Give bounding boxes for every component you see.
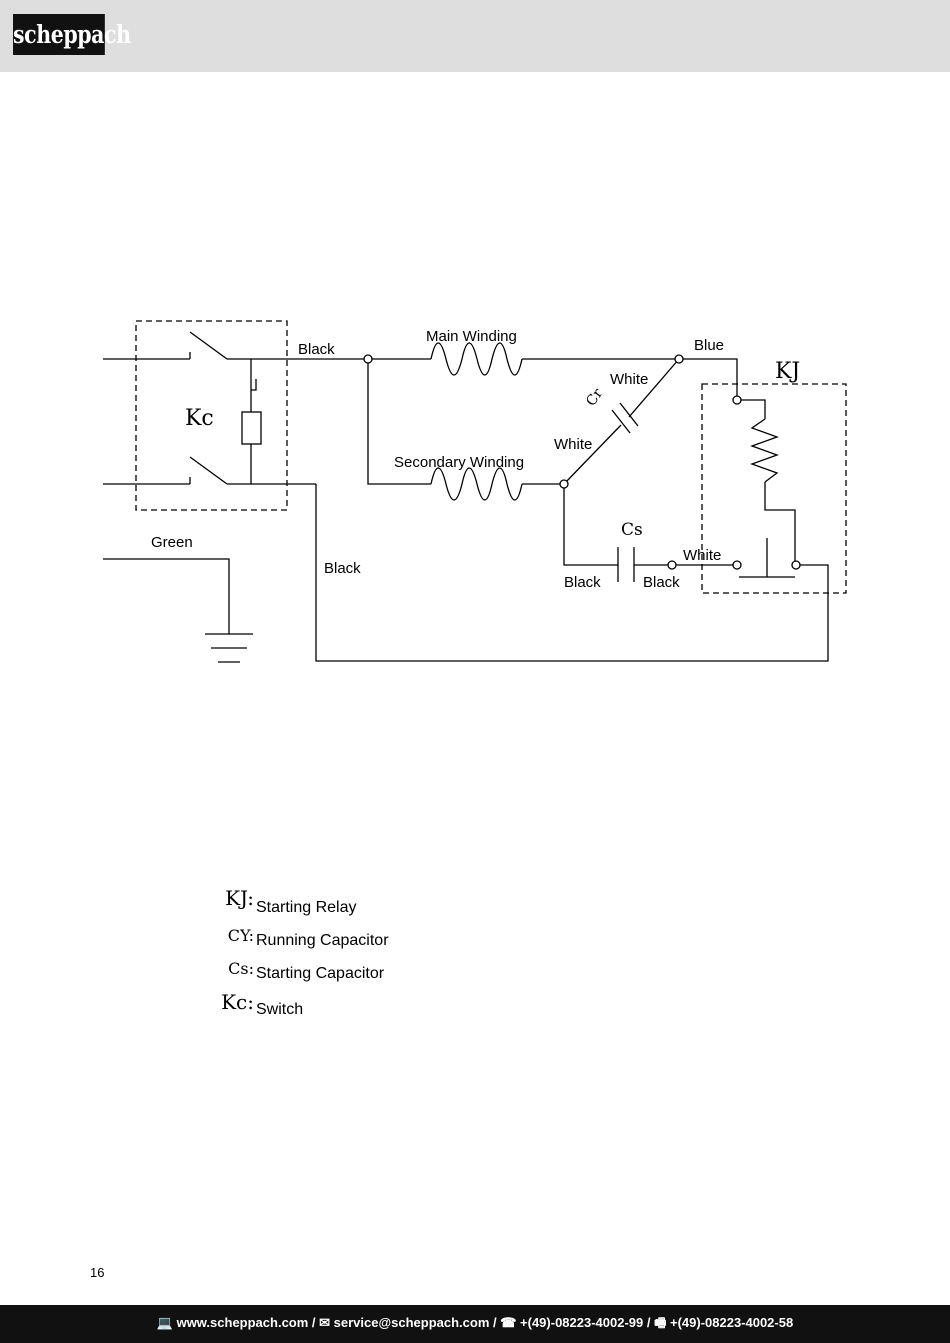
relay-terminal-right: [791, 560, 801, 570]
legend-text: Switch: [256, 1001, 304, 1018]
label-white-cr: White: [610, 371, 648, 388]
legend-symbol: Kc:: [221, 990, 254, 1014]
cr-plate-2: [611, 409, 631, 434]
page-header: scheppach: [0, 0, 950, 72]
symbol-kj: KJ: [775, 359, 800, 384]
label-white-relay: White: [683, 547, 721, 564]
legend-text: Starting Capacitor: [256, 965, 385, 982]
node-main: [363, 354, 373, 364]
switch-contact-bottom: [189, 456, 228, 485]
main-winding-coil: [430, 342, 523, 376]
label-black-left: Black: [324, 560, 361, 577]
symbol-cs: Cs: [621, 520, 643, 540]
label-blue: Blue: [694, 337, 724, 354]
legend-text: Running Capacitor: [256, 932, 389, 949]
relay-coil: [750, 418, 779, 483]
relay-terminal-top: [732, 395, 742, 405]
label-green: Green: [151, 534, 193, 551]
label-secondary-winding: Secondary Winding: [394, 454, 524, 471]
label-black-top: Black: [298, 341, 335, 358]
node-blue: [674, 354, 684, 364]
label-main-winding: Main Winding: [426, 328, 517, 345]
switch-contact-top: [189, 331, 228, 360]
node-cs: [667, 560, 677, 570]
page-number: 16: [90, 1265, 105, 1280]
kc-switch-box: [135, 320, 288, 511]
kj-relay-box: [701, 383, 847, 594]
legend-symbol: KJ:: [225, 886, 254, 910]
cr-plate-1: [619, 402, 639, 427]
contact-footer: 💻 www.scheppach.com / ✉ service@scheppac…: [0, 1305, 950, 1343]
label-black-cs-left: Black: [564, 574, 601, 591]
node-secondary: [559, 479, 569, 489]
label-white-diag: White: [554, 436, 592, 453]
secondary-winding-coil: [430, 467, 523, 501]
legend-text: Starting Relay: [256, 899, 357, 916]
legend-symbol: Cs:: [228, 959, 254, 978]
label-black-cs-right: Black: [643, 574, 680, 591]
switch-coil: [241, 411, 262, 445]
legend-symbol: CY:: [227, 926, 254, 945]
symbol-cr: Cr: [583, 386, 606, 410]
relay-terminal-left: [732, 560, 742, 570]
symbol-kc: Kc: [185, 406, 214, 431]
